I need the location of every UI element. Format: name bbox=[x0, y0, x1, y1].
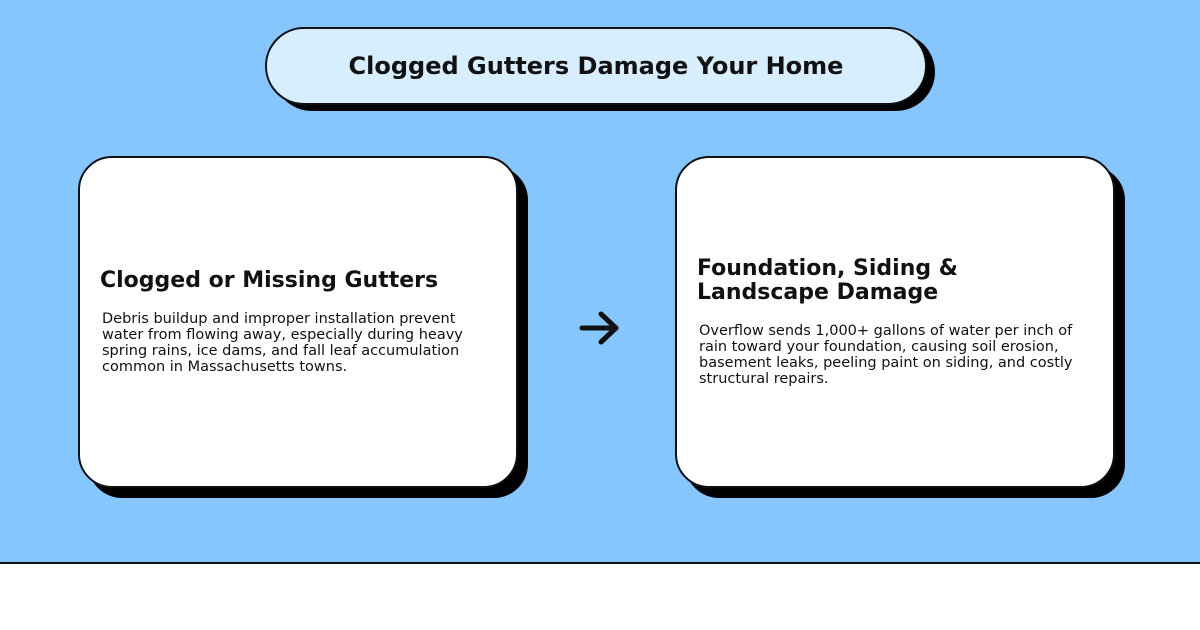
cause-card: Clogged or Missing Gutters Debris buildu… bbox=[78, 156, 518, 488]
effect-card: Foundation, Siding & Landscape Damage Ov… bbox=[675, 156, 1115, 488]
title-pill: Clogged Gutters Damage Your Home bbox=[265, 27, 927, 105]
page-title: Clogged Gutters Damage Your Home bbox=[348, 52, 844, 80]
arrow-right-icon bbox=[579, 311, 619, 345]
cause-card-body: Debris buildup and improper installation… bbox=[102, 311, 463, 375]
effect-card-body: Overflow sends 1,000+ gallons of water p… bbox=[699, 323, 1073, 387]
effect-card-title: Foundation, Siding & Landscape Damage bbox=[697, 256, 958, 305]
cause-card-title: Clogged or Missing Gutters bbox=[100, 268, 439, 293]
diagram-panel: Clogged Gutters Damage Your Home Clogged… bbox=[0, 0, 1200, 564]
